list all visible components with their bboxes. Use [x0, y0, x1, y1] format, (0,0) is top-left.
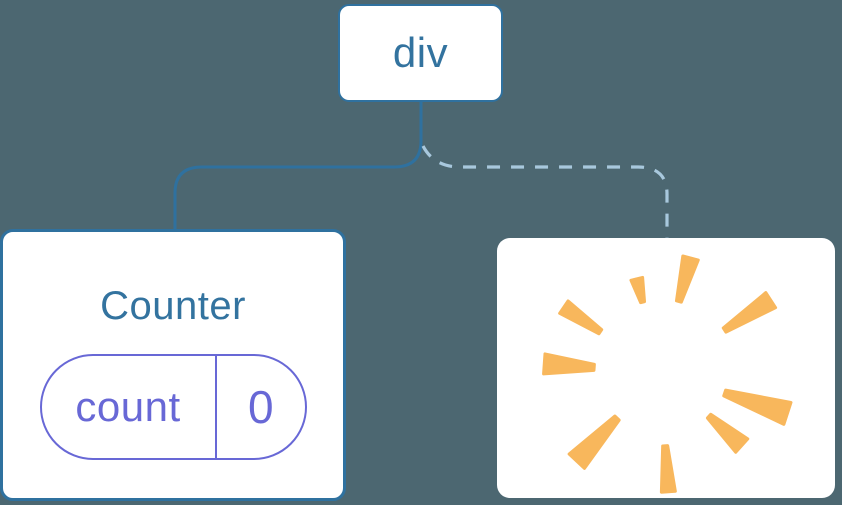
- poof-rays-group: [542, 254, 793, 494]
- edge-parent-to-counter: [173, 102, 423, 232]
- removed-node-card: [497, 238, 835, 498]
- edge-parent-to-removed: [421, 145, 669, 239]
- poof-ray: [674, 254, 700, 304]
- poof-ray: [558, 299, 604, 336]
- state-value: 0: [247, 381, 274, 433]
- counter-node-card: Counter count 0: [0, 229, 346, 501]
- state-pill: count 0: [39, 354, 307, 460]
- root-node-div: div: [338, 4, 503, 102]
- poof-ray: [542, 352, 596, 376]
- counter-title: Counter: [100, 284, 246, 328]
- state-key-label: count: [75, 383, 181, 430]
- poof-ray: [705, 412, 750, 454]
- state-pill-divider: [214, 356, 217, 458]
- poof-ray: [659, 444, 677, 494]
- poof-burst-icon: [542, 254, 793, 494]
- poof-ray: [722, 388, 793, 426]
- root-node-label: div: [392, 29, 449, 76]
- poof-ray: [721, 291, 778, 334]
- poof-ray: [629, 275, 647, 305]
- poof-ray: [567, 414, 621, 470]
